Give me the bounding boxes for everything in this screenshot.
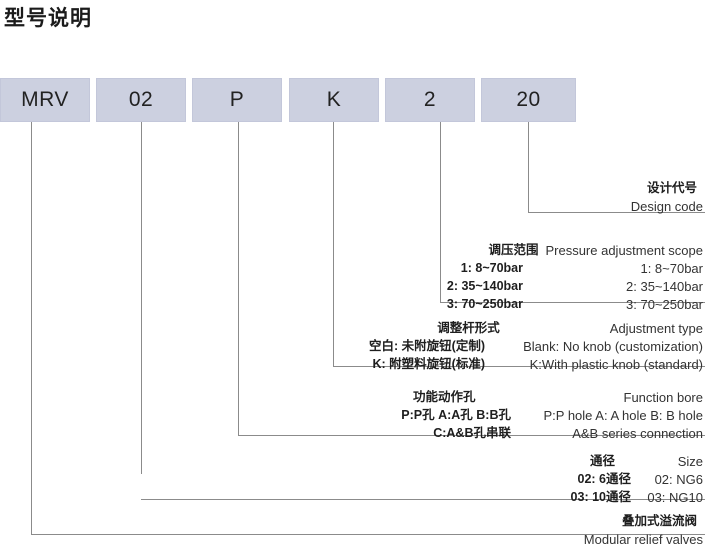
leader-line-mrv <box>31 122 32 534</box>
leader-line-function-bore <box>238 122 239 435</box>
code-box-mrv: MRV <box>0 78 90 122</box>
leader-line-size <box>141 122 142 474</box>
annotation-heading: 调整杆形式 Adjustment type <box>335 320 703 337</box>
code-box-label: 02 <box>128 88 154 111</box>
annotation-row: 空白: 未附旋钮(定制) Blank: No knob (customizati… <box>335 338 703 355</box>
annotation-row: 03: 10通径 03: NG10 <box>539 489 703 506</box>
row-cn: 03: 10通径 <box>570 490 631 505</box>
row-en: A&B series connection <box>572 426 703 442</box>
row-en: P:P hole A: A hole B: B hole <box>543 408 704 424</box>
leader-line-adjustment-type <box>333 122 334 366</box>
annotation-adjustment-type: 调整杆形式 Adjustment type 空白: 未附旋钮(定制) Blank… <box>335 320 703 373</box>
annotation-row: 02: 6通径 02: NG6 <box>539 471 704 488</box>
code-box-label: 20 <box>516 88 541 111</box>
underline-adjustment-type <box>333 366 705 367</box>
row-cn: C:A&B孔串联 <box>433 426 511 441</box>
code-box-design-code: 20 <box>481 78 576 122</box>
code-box-adjustment-type: K <box>289 78 379 122</box>
model-code-row: MRV 02 P K 2 20 <box>0 78 705 122</box>
underline-pressure-scope <box>440 302 705 303</box>
row-en: 02: NG6 <box>654 472 703 488</box>
leader-line-pressure-scope <box>440 122 441 302</box>
annotation-row: C:A&B孔串联 A&B series connection <box>333 425 703 442</box>
heading-en: Adjustment type <box>609 321 703 336</box>
heading-en: Size <box>677 454 703 469</box>
heading-en: Function bore <box>623 390 704 405</box>
code-box-pressure-scope: 2 <box>385 78 475 122</box>
heading-cn: 调整杆形式 <box>437 321 500 335</box>
annotation-design-code: 设计代号 Design code <box>631 180 703 215</box>
leader-line-design-code <box>528 122 529 212</box>
underline-size <box>141 499 705 500</box>
annotation-heading: 功能动作孔 Function bore <box>333 389 703 406</box>
row-en: Blank: No knob (customization) <box>523 339 703 355</box>
annotation-heading: 设计代号 <box>631 180 703 197</box>
annotation-pressure-adjustment-scope: 调压范围 Pressure adjustment scope 1: 8~70ba… <box>313 242 703 314</box>
heading-en: Pressure adjustment scope <box>545 243 703 258</box>
row-cn: 02: 6通径 <box>577 472 632 487</box>
code-box-size: 02 <box>96 78 186 122</box>
page-title: 型号说明 <box>4 7 92 30</box>
row-cn: 3: 70~250bar <box>446 297 523 312</box>
heading-en: Modular relief valves <box>583 531 703 547</box>
row-cn: 1: 8~70bar <box>460 261 523 276</box>
annotation-row: 2: 35~140bar 2: 35~140bar <box>313 278 703 295</box>
underline-modular-relief <box>31 534 705 535</box>
heading-cn: 叠加式溢流阀 <box>621 514 697 528</box>
code-box-function-bore: P <box>192 78 282 122</box>
heading-gap <box>538 242 545 259</box>
row-en: K:With plastic knob (standard) <box>529 357 703 373</box>
code-box-label: K <box>326 88 342 111</box>
code-box-label: P <box>229 88 245 111</box>
row-en: 3: 70~250bar <box>626 297 703 313</box>
underline-design-code <box>528 212 705 213</box>
annotation-row: 1: 8~70bar 1: 8~70bar <box>313 260 703 277</box>
row-cn: 2: 35~140bar <box>446 279 523 294</box>
row-cn: K: 附塑料旋钮(标准) <box>372 357 486 372</box>
underline-function-bore <box>238 435 705 436</box>
row-cn: P:P孔 A:A孔 B:B孔 <box>401 408 511 423</box>
annotation-heading-en: Modular relief valves <box>584 531 703 548</box>
annotation-modular-relief-valves: 叠加式溢流阀 Modular relief valves <box>584 513 703 548</box>
annotation-heading: 叠加式溢流阀 <box>584 513 703 530</box>
heading-en: Design code <box>630 198 703 214</box>
code-box-label: 2 <box>423 88 437 111</box>
heading-cn: 通径 <box>589 454 615 468</box>
annotation-size: 通径 Size 02: 6通径 02: NG6 03: 10通径 03: NG1… <box>539 453 703 506</box>
code-box-label: MRV <box>21 88 69 111</box>
row-en: 1: 8~70bar <box>640 261 703 277</box>
annotation-function-bore: 功能动作孔 Function bore P:P孔 A:A孔 B:B孔 P:P h… <box>333 389 703 442</box>
heading-cn: 调压范围 <box>488 243 539 257</box>
annotation-heading-en: Design code <box>631 198 703 215</box>
row-cn: 空白: 未附旋钮(定制) <box>369 339 485 354</box>
row-en: 03: NG10 <box>647 490 703 506</box>
annotation-row: K: 附塑料旋钮(标准) K:With plastic knob (standa… <box>335 356 704 373</box>
annotation-row: 3: 70~250bar 3: 70~250bar <box>313 296 703 313</box>
annotation-heading: 调压范围 Pressure adjustment scope <box>313 242 703 259</box>
annotation-row: P:P孔 A:A孔 B:B孔 P:P hole A: A hole B: B h… <box>333 407 703 424</box>
heading-cn: 设计代号 <box>646 181 697 195</box>
row-en: 2: 35~140bar <box>626 279 703 295</box>
heading-cn: 功能动作孔 <box>412 390 476 404</box>
annotation-heading: 通径 Size <box>539 453 703 470</box>
